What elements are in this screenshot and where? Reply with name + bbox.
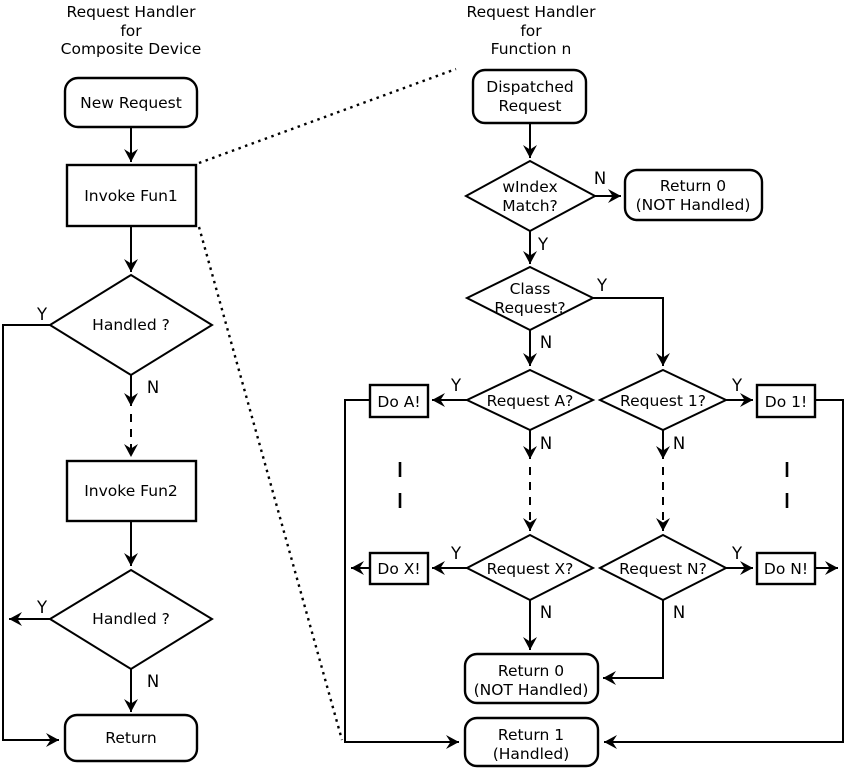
zoom-link-top-line xyxy=(198,67,457,165)
return0-top-node xyxy=(623,168,764,222)
right-chart: Request Handler for Function n Dispatche… xyxy=(344,3,844,768)
return1-node xyxy=(463,716,600,768)
ellipsis-marks xyxy=(398,462,789,508)
dispatched-request-label-1: Dispatched xyxy=(486,78,573,96)
new-request-label: New Request xyxy=(80,94,182,112)
right-title-line-2: for xyxy=(520,22,542,40)
return0-bottom-label-1: Return 0 xyxy=(498,662,564,680)
do-n-label: Do N! xyxy=(764,560,808,578)
do-x-label: Do X! xyxy=(377,560,420,578)
request-x-no-label: N xyxy=(540,603,552,622)
request-a-yes-label: Y xyxy=(450,376,462,395)
invoke-fun1-node xyxy=(65,163,198,228)
left-title-line-2: for xyxy=(120,22,142,40)
zoom-link-bottom-line xyxy=(197,226,344,741)
right-title-line-1: Request Handler xyxy=(467,3,597,21)
right-title-line-3: Function n xyxy=(491,40,572,58)
request-n-no-path xyxy=(603,600,664,685)
left-title-line-3: Composite Device xyxy=(61,40,202,58)
windex-yes-label: Y xyxy=(537,235,549,254)
handled2-label: Handled ? xyxy=(92,610,170,628)
left-chart: Request Handler for Composite Device New… xyxy=(2,3,214,763)
invoke-fun2-node xyxy=(65,459,198,523)
request-1-yes-label: Y xyxy=(731,376,743,395)
handled2-no-label: N xyxy=(147,672,159,691)
handled1-no-label: N xyxy=(147,378,159,397)
request-1-no-label: N xyxy=(673,434,685,453)
invoke-fun1-label: Invoke Fun1 xyxy=(84,187,178,205)
request-n-label: Request N? xyxy=(619,560,707,578)
do-a-label: Do A! xyxy=(377,393,420,411)
return1-label-2: (Handled) xyxy=(493,745,570,763)
windex-no-label: N xyxy=(594,169,606,188)
request-a-no-label: N xyxy=(540,434,552,453)
do-1-label: Do 1! xyxy=(765,393,807,411)
left-title-line-1: Request Handler xyxy=(67,3,197,21)
class-yes-label: Y xyxy=(596,276,608,295)
class-no-label: N xyxy=(540,333,552,352)
return-label: Return xyxy=(105,729,156,747)
handled1-label: Handled ? xyxy=(92,316,170,334)
do-1-exit-path-to-return1 xyxy=(604,399,844,749)
do-a-node xyxy=(368,383,430,419)
do-a-exit-path-to-return1 xyxy=(344,399,459,749)
request-a-label: Request A? xyxy=(487,392,574,410)
return0-bottom-label-2: (NOT Handled) xyxy=(474,681,589,699)
class-yes-path xyxy=(593,297,670,366)
class-request-label-2: Request? xyxy=(494,299,565,317)
request-x-yes-label: Y xyxy=(450,544,462,563)
return-node xyxy=(63,713,199,763)
do-1-node xyxy=(755,383,817,419)
handled2-yes-label: Y xyxy=(36,598,48,617)
handled1-yes-path-to-return xyxy=(2,324,59,747)
return0-top-label-2: (NOT Handled) xyxy=(636,196,751,214)
windex-match-label-1: wIndex xyxy=(502,178,557,196)
return1-label-1: Return 1 xyxy=(498,726,564,744)
return0-top-label-1: Return 0 xyxy=(660,177,726,195)
handled1-yes-label: Y xyxy=(36,305,48,324)
windex-match-label-2: Match? xyxy=(502,197,558,215)
dispatched-request-label-2: Request xyxy=(499,97,562,115)
zoom-link-lines xyxy=(197,67,457,741)
request-n-yes-label: Y xyxy=(731,544,743,563)
return0-bottom-node xyxy=(463,652,600,705)
do-x-node xyxy=(368,551,430,586)
invoke-fun2-label: Invoke Fun2 xyxy=(84,482,178,500)
request-1-label: Request 1? xyxy=(620,392,706,410)
request-x-label: Request X? xyxy=(487,560,574,578)
class-request-label-1: Class xyxy=(510,280,551,298)
windex-match-decision xyxy=(463,159,598,233)
request-n-no-label: N xyxy=(673,603,685,622)
